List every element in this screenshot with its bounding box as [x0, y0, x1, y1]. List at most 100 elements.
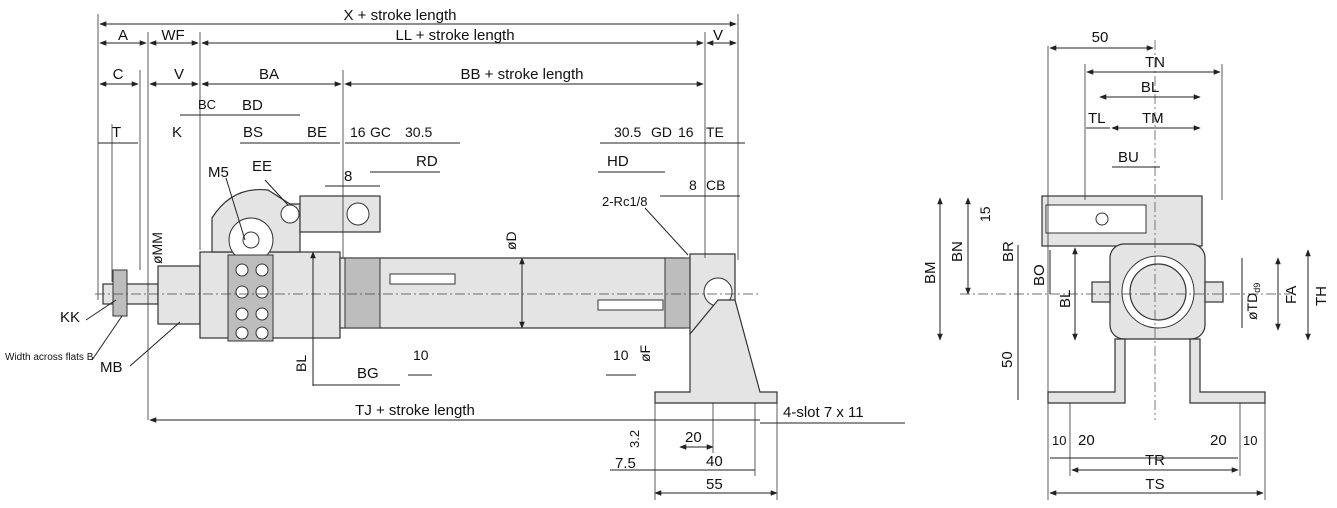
m5-port: [280, 204, 300, 224]
label-bl: BL: [293, 355, 309, 372]
label-slot: 4-slot 7 x 11: [783, 404, 864, 421]
socket-screw-2: [255, 263, 269, 277]
label-gc: GC: [370, 124, 391, 140]
label-8b: 8: [689, 177, 697, 193]
socket-screw-6: [255, 307, 269, 321]
label-bn: BN: [949, 241, 966, 262]
label-bm: BM: [922, 262, 939, 285]
label-20: 20: [685, 429, 702, 446]
label-tm: TM: [1142, 110, 1164, 127]
label-55: 55: [706, 476, 723, 493]
right-labels: 50 TN BL TL TM BU 15 BM BN BR BO BL 50 ø…: [922, 29, 1330, 493]
label-a: A: [118, 27, 128, 44]
label-16a: 16: [350, 124, 366, 140]
label-20a: 20: [1078, 432, 1095, 449]
label-gd: GD: [651, 124, 672, 140]
rod-cover: [157, 265, 201, 325]
label-rd: RD: [416, 153, 438, 170]
socket-screw-7: [235, 326, 249, 340]
label-fa: FA: [1283, 286, 1300, 304]
auto-switch-front: [389, 273, 456, 285]
rod-end-nut: [112, 269, 128, 317]
front-seal: [344, 257, 381, 329]
label-be: BE: [307, 124, 327, 141]
label-tj-stroke: TJ + stroke length: [355, 402, 475, 419]
label-th: TH: [1313, 286, 1330, 306]
label-10a: 10: [1052, 433, 1066, 448]
label-15: 15: [977, 206, 993, 222]
right-dimension-lines: [937, 45, 1311, 500]
label-40: 40: [706, 453, 723, 470]
label-50-side: 50: [999, 351, 1016, 368]
socket-screw-1: [235, 263, 249, 277]
foot-right: [1189, 338, 1266, 404]
valve-connector: [346, 202, 370, 226]
label-d: øD: [503, 231, 519, 250]
label-td: øTDd9: [1244, 283, 1262, 320]
cylinder-side-view: [95, 188, 778, 404]
label-bd: BD: [242, 97, 263, 114]
left-labels: X + stroke length A WF LL + stroke lengt…: [5, 7, 864, 493]
label-kk: KK: [60, 309, 80, 326]
label-ll-stroke: LL + stroke length: [395, 27, 514, 44]
socket-screw-8: [255, 326, 269, 340]
trunnion-right: [1204, 281, 1224, 303]
label-tr: TR: [1145, 452, 1165, 469]
label-bu: BU: [1118, 149, 1139, 166]
label-cb: CB: [706, 177, 725, 193]
label-tl: TL: [1088, 110, 1106, 127]
label-ts: TS: [1145, 476, 1164, 493]
label-bc: BC: [198, 97, 216, 112]
end-valve-screw: [1095, 212, 1109, 226]
label-ee: EE: [252, 158, 272, 175]
label-10a: 10: [413, 347, 429, 363]
label-mb: MB: [100, 359, 123, 376]
label-hd: HD: [607, 153, 629, 170]
label-v-right: V: [713, 27, 723, 44]
label-bs: BS: [243, 124, 263, 141]
leader-kk: [85, 299, 117, 321]
label-16b: 16: [678, 124, 694, 140]
label-v-left: V: [174, 66, 184, 83]
leader-m5: [225, 177, 246, 241]
leader-mb: [129, 321, 181, 367]
label-10b: 10: [1243, 433, 1257, 448]
label-10b: 10: [613, 347, 629, 363]
label-m5: M5: [208, 164, 229, 181]
label-flats: Width across flats B: [5, 352, 94, 363]
label-bb-stroke: BB + stroke length: [461, 66, 584, 83]
label-ba: BA: [259, 66, 279, 83]
label-75: 7.5: [615, 455, 636, 472]
leader-flats: [91, 315, 123, 361]
auto-switch-rear: [597, 299, 664, 311]
left-dimension-lines: [85, 14, 905, 500]
label-c: C: [113, 66, 124, 83]
label-50-top: 50: [1092, 29, 1109, 46]
rear-seal: [664, 257, 691, 329]
label-te: TE: [706, 124, 724, 140]
socket-screw-5: [235, 307, 249, 321]
socket-screw-3: [235, 285, 249, 299]
label-x-stroke: X + stroke length: [344, 7, 457, 24]
label-305b: 30.5: [614, 124, 641, 140]
label-rc: 2-Rc1/8: [602, 194, 648, 209]
end-cover-piston: [1129, 263, 1187, 321]
trunnion-left: [1091, 281, 1111, 303]
label-bl-top: BL: [1141, 79, 1159, 96]
cylinder-end-view: [960, 40, 1290, 420]
trunnion-foot: [654, 299, 778, 404]
label-8a: 8: [344, 168, 352, 185]
foot-left: [1047, 338, 1126, 404]
label-bl-side: BL: [1057, 290, 1074, 308]
label-mm: øMM: [149, 232, 165, 264]
label-wf: WF: [161, 27, 184, 44]
leader-rc: [644, 207, 689, 256]
label-bo: BO: [1031, 264, 1048, 286]
label-20b: 20: [1210, 432, 1227, 449]
label-k: K: [172, 124, 182, 141]
socket-screw-4: [255, 285, 269, 299]
cylinder-tube: [339, 257, 686, 329]
label-br: BR: [1000, 241, 1017, 262]
